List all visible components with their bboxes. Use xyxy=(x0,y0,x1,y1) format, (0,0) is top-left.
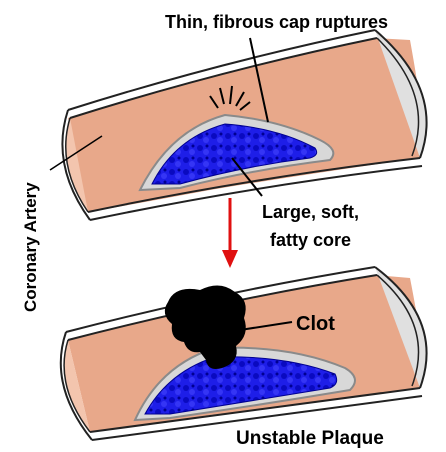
cap-ruptures-label: Thin, fibrous cap ruptures xyxy=(165,12,388,32)
unstable-plaque-caption: Unstable Plaque xyxy=(236,428,384,449)
upper-artery xyxy=(62,30,426,220)
fatty-core-label-line1: Large, soft, xyxy=(262,202,359,222)
lower-artery xyxy=(61,267,427,440)
coronary-artery-label: Coronary Artery xyxy=(21,182,40,312)
arrow-down-icon xyxy=(222,198,238,268)
fatty-core-label-line2: fatty core xyxy=(270,230,351,250)
clot-label: Clot xyxy=(296,313,335,335)
